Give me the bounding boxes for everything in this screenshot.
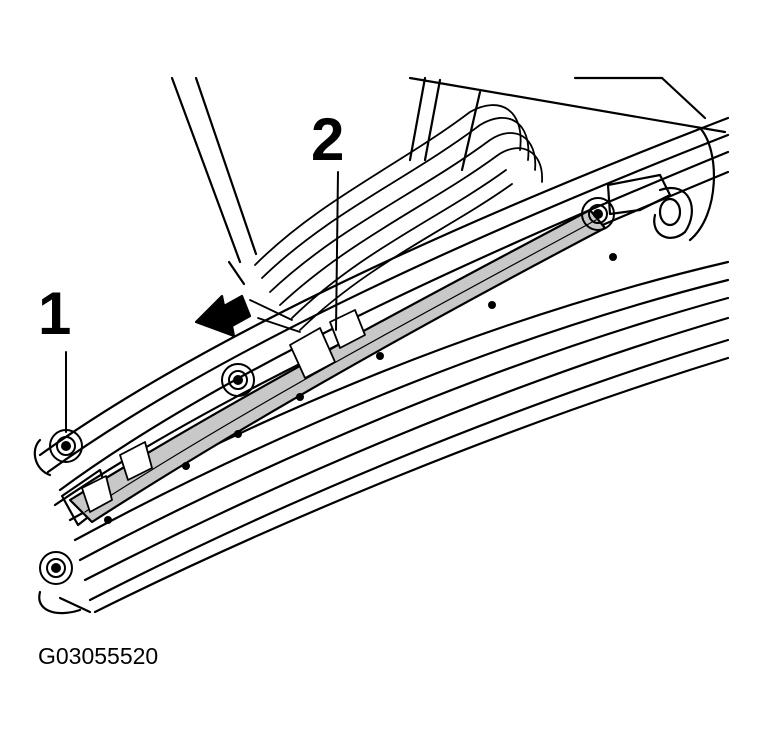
nut-icon [581,197,615,231]
callout-1-label: 1 [38,280,72,347]
right-bracket [606,126,715,242]
rivet-dots [104,253,617,524]
upper-rods [170,76,258,286]
nut-icon [221,363,255,397]
callout-2-leader [335,171,339,331]
lower-rail [38,260,730,615]
callout-2-label: 2 [311,106,345,173]
strip-clips [81,309,366,513]
fastener-nuts [39,197,615,585]
nut-icon [49,429,83,463]
nut-icon [39,551,73,585]
figure-id-label: G03055520 [38,643,159,669]
direction-arrow-icon [194,294,252,338]
upper-panel [408,76,727,172]
